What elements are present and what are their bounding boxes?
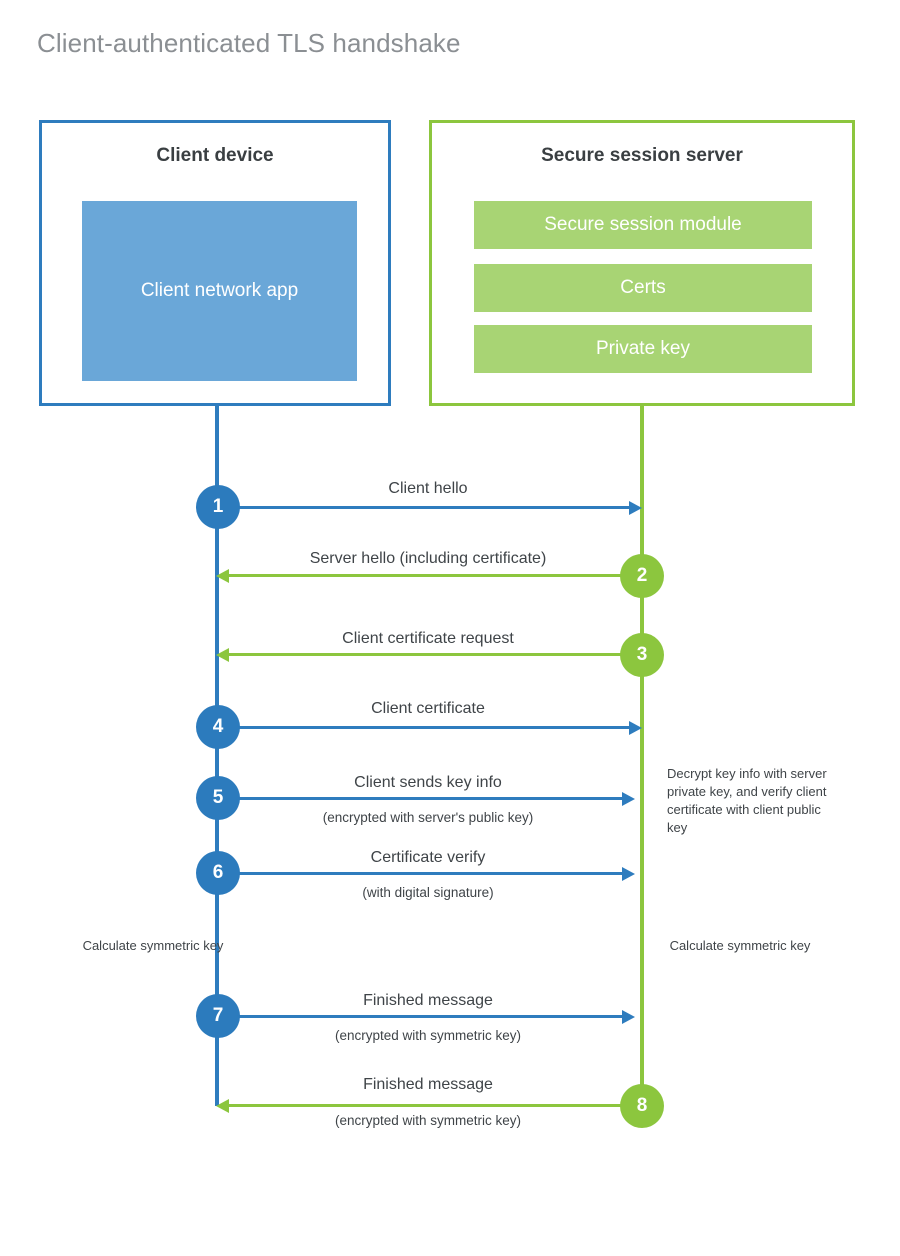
client-calculate-symmetric-key-note: Calculate symmetric key — [82, 938, 224, 953]
message-arrow-head-7 — [622, 1010, 635, 1024]
message-label-3: Client certificate request — [342, 630, 514, 647]
server-module-secure-session-module: Secure session module — [474, 201, 812, 249]
message-arrow-head-8 — [216, 1099, 229, 1113]
message-arrow-head-2 — [216, 569, 229, 583]
message-sublabel-5: (encrypted with server's public key) — [322, 810, 534, 825]
message-sublabel-6: (with digital signature) — [362, 885, 494, 900]
step-circle-6[interactable]: 6 — [196, 851, 240, 895]
step-circle-3[interactable]: 3 — [620, 633, 664, 677]
secure-session-server-title: Secure session server — [541, 145, 743, 166]
server-module-private-key: Private key — [474, 325, 812, 373]
message-arrow-line-4 — [217, 726, 629, 729]
server-lifeline — [640, 406, 644, 1106]
message-arrow-line-6 — [217, 872, 622, 875]
message-label-6: Certificate verify — [370, 849, 486, 866]
secure-session-server-box: Secure session server Secure session mod… — [429, 120, 855, 406]
server-decrypt-note: Decrypt key info with server private key… — [667, 766, 827, 835]
client-device-box: Client device Client network app — [39, 120, 391, 406]
step-circle-7[interactable]: 7 — [196, 994, 240, 1038]
client-lifeline — [215, 406, 219, 1106]
server-module-certs: Certs — [474, 264, 812, 312]
message-arrow-head-5 — [622, 792, 635, 806]
message-label-2: Server hello (including certificate) — [309, 550, 547, 567]
client-network-app-block: Client network app — [82, 201, 357, 381]
step-circle-2[interactable]: 2 — [620, 554, 664, 598]
message-label-5: Client sends key info — [354, 774, 502, 791]
message-label-7: Finished message — [363, 992, 493, 1009]
message-arrow-line-8 — [228, 1104, 642, 1107]
message-arrow-head-4 — [629, 721, 642, 735]
message-arrow-line-7 — [217, 1015, 622, 1018]
message-label-4: Client certificate — [371, 700, 485, 717]
message-arrow-head-1 — [629, 501, 642, 515]
message-arrow-head-3 — [216, 648, 229, 662]
message-label-1: Client hello — [388, 480, 468, 497]
message-sublabel-7: (encrypted with symmetric key) — [334, 1028, 522, 1043]
message-sublabel-8: (encrypted with symmetric key) — [334, 1113, 522, 1128]
step-circle-5[interactable]: 5 — [196, 776, 240, 820]
step-circle-1[interactable]: 1 — [196, 485, 240, 529]
client-device-title: Client device — [156, 145, 274, 166]
message-arrow-line-5 — [217, 797, 622, 800]
message-arrow-line-1 — [217, 506, 629, 509]
message-arrow-line-2 — [228, 574, 642, 577]
server-calculate-symmetric-key-note: Calculate symmetric key — [669, 938, 811, 953]
message-arrow-head-6 — [622, 867, 635, 881]
step-circle-4[interactable]: 4 — [196, 705, 240, 749]
message-label-8: Finished message — [363, 1076, 493, 1093]
step-circle-8[interactable]: 8 — [620, 1084, 664, 1128]
page-title: Client-authenticated TLS handshake — [37, 28, 461, 58]
message-arrow-line-3 — [228, 653, 642, 656]
